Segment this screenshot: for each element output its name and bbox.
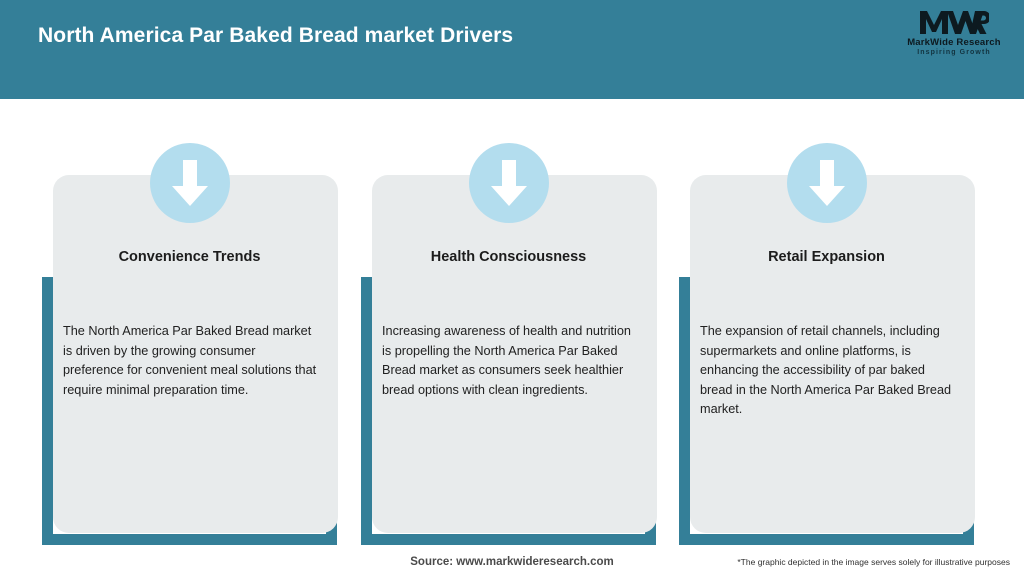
down-arrow-icon bbox=[786, 143, 867, 223]
card-surface bbox=[372, 175, 657, 533]
card-description: The expansion of retail channels, includ… bbox=[700, 324, 952, 417]
driver-card-1[interactable]: Convenience Trends The North America Par… bbox=[42, 99, 338, 545]
disclaimer-note: *The graphic depicted in the image serve… bbox=[737, 557, 1010, 567]
page-title: North America Par Baked Bread market Dri… bbox=[38, 24, 514, 47]
driver-card-2[interactable]: Health Consciousness Increasing awarenes… bbox=[361, 99, 657, 545]
card-surface bbox=[690, 175, 975, 533]
source-label: Source: www.markwideresearch.com bbox=[410, 556, 614, 568]
down-arrow-icon bbox=[468, 143, 549, 223]
card-title: Retail Expansion bbox=[768, 249, 885, 265]
logo-tagline: Inspiring Growth bbox=[917, 49, 991, 56]
logo-company-name: MarkWide Research bbox=[907, 37, 1001, 48]
card-description: The North America Par Baked Bread market… bbox=[63, 324, 317, 397]
card-title: Health Consciousness bbox=[430, 249, 587, 265]
card-title: Convenience Trends bbox=[118, 249, 261, 265]
brand-logo: MarkWide Research Inspiring Growth bbox=[898, 8, 1010, 60]
card-surface bbox=[53, 175, 338, 533]
card-description: Increasing awareness of health and nutri… bbox=[382, 324, 631, 397]
down-arrow-icon bbox=[149, 143, 230, 223]
mwr-monogram-icon bbox=[898, 8, 1010, 36]
drivers-card-group: Convenience Trends The North America Par… bbox=[0, 99, 1024, 545]
header-bar bbox=[0, 0, 1024, 99]
driver-card-3[interactable]: Retail Expansion The expansion of retail… bbox=[679, 99, 975, 545]
